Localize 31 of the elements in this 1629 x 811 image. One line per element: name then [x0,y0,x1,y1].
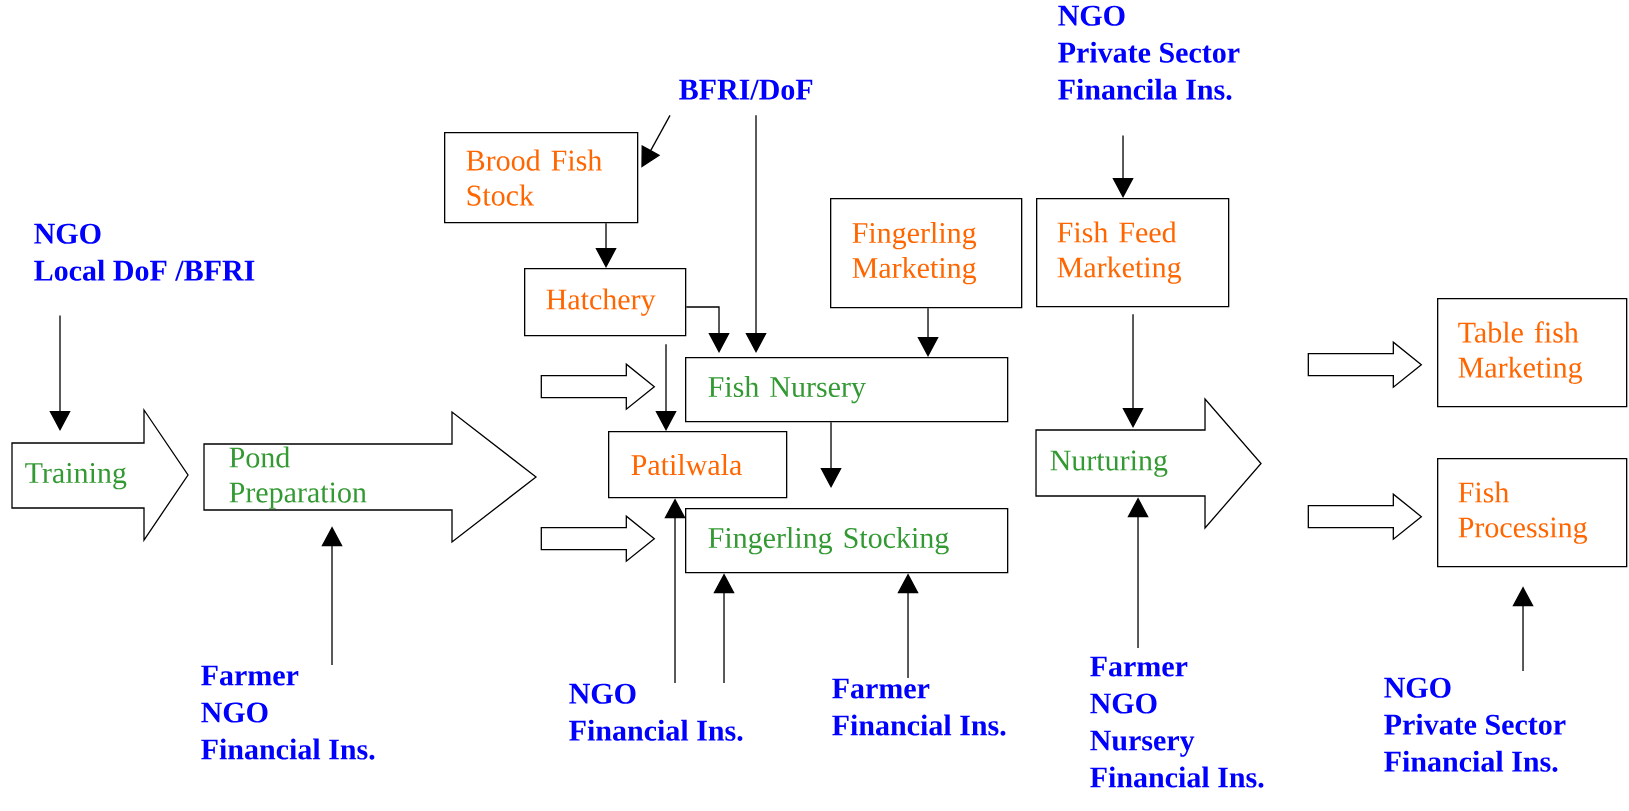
source-label: NGO Local DoF /BFRI [34,223,255,281]
source-label: NGO Financial Ins. [569,683,743,741]
arrow [49,314,71,431]
source-label: NGO Private Sector Financial Ins. [1384,677,1566,772]
arrow [655,343,677,431]
source-label: Farmer Financial Ins. [832,678,1006,736]
arrow [820,421,842,488]
process-box: Fingerling Stocking [685,508,1009,574]
source-label: BFRI/DoF [679,79,813,100]
arrow [685,306,730,353]
process-box: Fish Processing [1437,458,1628,568]
arrow [1112,134,1134,198]
source-label: Farmer NGO Nursery Financial Ins. [1090,656,1264,788]
process-box: Patilwala [608,431,788,499]
arrow [917,307,939,357]
block-arrow [540,362,656,411]
arrow [595,222,617,268]
block-arrow [1307,340,1423,389]
process-box: Fingerling Marketing [830,198,1023,309]
process-box: Fish Feed Marketing [1036,198,1230,308]
block-arrow [1307,492,1423,541]
arrow [641,114,671,168]
source-label: Farmer NGO Financial Ins. [201,665,375,760]
process-box: Table fish Marketing [1437,298,1628,408]
process-box: Brood Fish Stock [444,132,639,224]
process-box: Fish Nursery [685,357,1009,423]
block-arrow [540,514,656,563]
source-label: NGO Private Sector Financila Ins. [1058,5,1240,100]
arrow [1122,313,1144,428]
process-box: Hatchery [524,268,687,337]
arrow [745,114,767,353]
